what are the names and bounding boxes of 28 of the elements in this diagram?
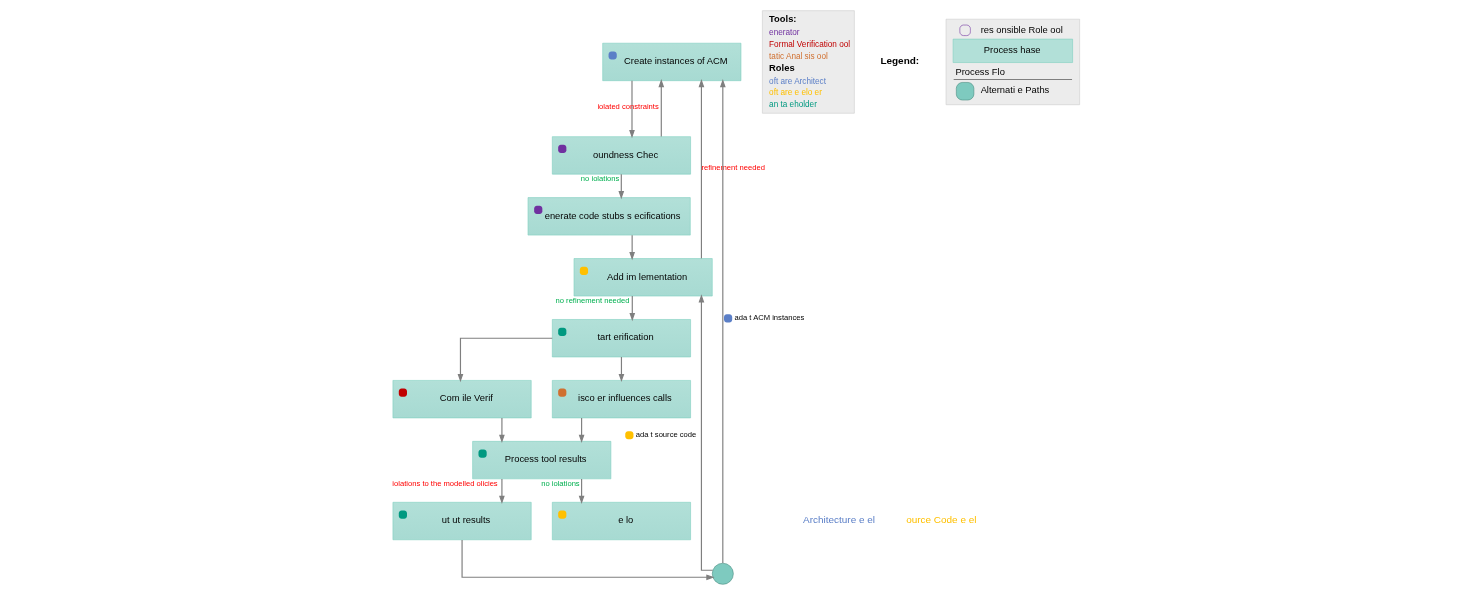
legend-label: Alternati e Paths [980,85,1049,96]
label: Legend: [879,54,919,66]
legend-label: res onsible Role ool [980,24,1063,35]
node-box: Add im lementation [573,258,713,297]
node-box: ut ut results [392,502,531,541]
legend-label: Process Flo [954,66,1005,77]
label: ource Code e el [905,514,976,526]
node-box: Process tool results [471,441,611,480]
node-box: isco er influences calls [551,380,691,419]
arrow [457,337,553,383]
arrow [719,78,726,564]
label: Architecture e el [802,514,875,526]
node-box: e lo [551,502,691,541]
legend-label: Process hase [983,45,1041,56]
node-circle [711,562,734,585]
arrow [628,234,635,261]
arrow [628,80,635,139]
node-box: enerate code stubs s ecifications [527,197,691,236]
arrow [498,478,505,504]
arrow [657,79,664,138]
node-box: oundness Chec [551,136,691,175]
arrow [698,294,713,571]
node-box: tart erification [551,319,691,358]
arrow [461,539,715,581]
arrow [498,417,505,444]
arrow [698,78,704,259]
node-box: Create instances of ACM [601,42,741,81]
node-box: Com ile Verif [392,380,531,419]
